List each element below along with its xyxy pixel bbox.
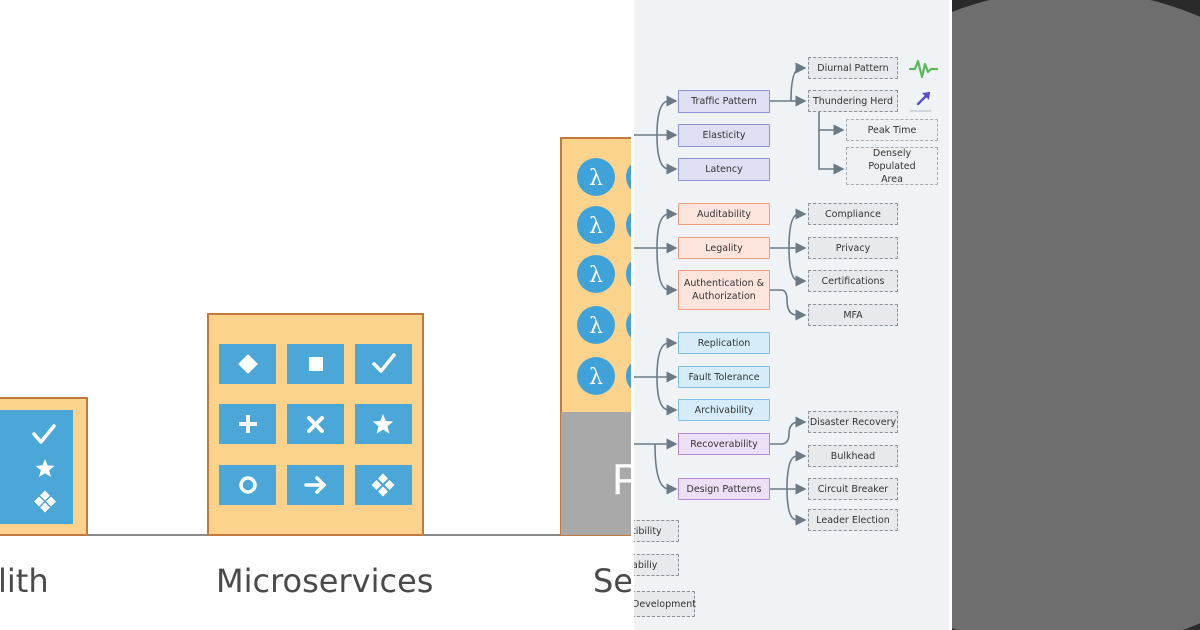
heartbeat-icon	[908, 59, 939, 79]
lambda-icon: λ	[589, 263, 603, 288]
leaf-densely-populated-area[interactable]: Densely Populated Area	[846, 147, 938, 185]
lambda-icon: λ	[589, 365, 603, 390]
leaf-certifications[interactable]: Certifications	[808, 270, 898, 292]
leaf-compliance[interactable]: Compliance	[808, 203, 898, 225]
check-icon	[372, 353, 396, 373]
node-cut-tibility[interactable]: tibility	[633, 520, 679, 542]
serverless-label: Se	[593, 562, 633, 600]
node-latency[interactable]: Latency	[678, 158, 770, 181]
microservices-label: Microservices	[216, 562, 434, 600]
node-traffic-pattern[interactable]: Traffic Pattern	[678, 90, 770, 113]
node-replication[interactable]: Replication	[678, 332, 770, 354]
leaf-thundering-herd[interactable]: Thundering Herd	[808, 90, 898, 112]
leaf-privacy[interactable]: Privacy	[808, 237, 898, 259]
gray-circle	[950, 0, 1200, 630]
leaf-diurnal-pattern[interactable]: Diurnal Pattern	[808, 57, 898, 79]
architecture-panel: λ λ λ λ λ P lith Microservices Se	[0, 137, 633, 600]
node-cut-abiliy[interactable]: abiliy	[633, 554, 679, 576]
star-icon	[35, 459, 55, 477]
divider	[631, 0, 634, 630]
node-authentication-authorization[interactable]: Authentication & Authorization	[678, 270, 770, 310]
node-design-patterns[interactable]: Design Patterns	[678, 478, 770, 500]
circle-icon	[239, 476, 257, 494]
architecture-drawing: λ λ λ λ λ P	[0, 137, 633, 536]
leaf-peak-time[interactable]: Peak Time	[846, 119, 938, 141]
monolith-label: lith	[0, 562, 49, 600]
microservices-building	[207, 313, 424, 536]
node-archivability[interactable]: Archivability	[678, 399, 770, 421]
monolith-building	[0, 397, 88, 536]
platform-letter: P	[612, 455, 633, 504]
leaf-mfa[interactable]: MFA	[808, 304, 898, 326]
star-icon	[372, 414, 394, 434]
mindmap-connectors	[633, 59, 939, 526]
check-icon	[32, 424, 56, 444]
trend-up-icon	[910, 91, 931, 112]
node-auditability[interactable]: Auditability	[678, 203, 770, 225]
leaf-leader-election[interactable]: Leader Election	[808, 509, 898, 531]
diamond-cluster-icon	[371, 473, 395, 497]
plus-icon	[239, 415, 257, 433]
mindmap-panel: Traffic Pattern Elasticity Latency Diurn…	[633, 0, 950, 630]
leaf-circuit-breaker[interactable]: Circuit Breaker	[808, 478, 898, 500]
leaf-bulkhead[interactable]: Bulkhead	[808, 445, 898, 467]
node-elasticity[interactable]: Elasticity	[678, 124, 770, 147]
platform-block	[561, 412, 633, 535]
leaf-disaster-recovery[interactable]: Disaster Recovery	[808, 411, 898, 433]
serverless-building: λ λ λ λ λ P	[560, 137, 633, 536]
node-recoverability[interactable]: Recoverability	[678, 433, 770, 455]
diamond-icon	[238, 354, 258, 374]
node-fault-tolerance[interactable]: Fault Tolerance	[678, 366, 770, 388]
lambda-icon: λ	[589, 214, 603, 239]
divider	[949, 0, 952, 630]
node-cut-development[interactable]: Development	[633, 591, 696, 617]
circle-drawing	[950, 0, 1200, 630]
node-legality[interactable]: Legality	[678, 237, 770, 259]
arrow-right-icon	[304, 476, 326, 494]
times-icon	[307, 416, 324, 433]
square-icon	[309, 357, 323, 371]
lambda-icon: λ	[589, 166, 603, 191]
lambda-icon: λ	[589, 314, 603, 339]
dark-circle-panel	[950, 0, 1200, 630]
